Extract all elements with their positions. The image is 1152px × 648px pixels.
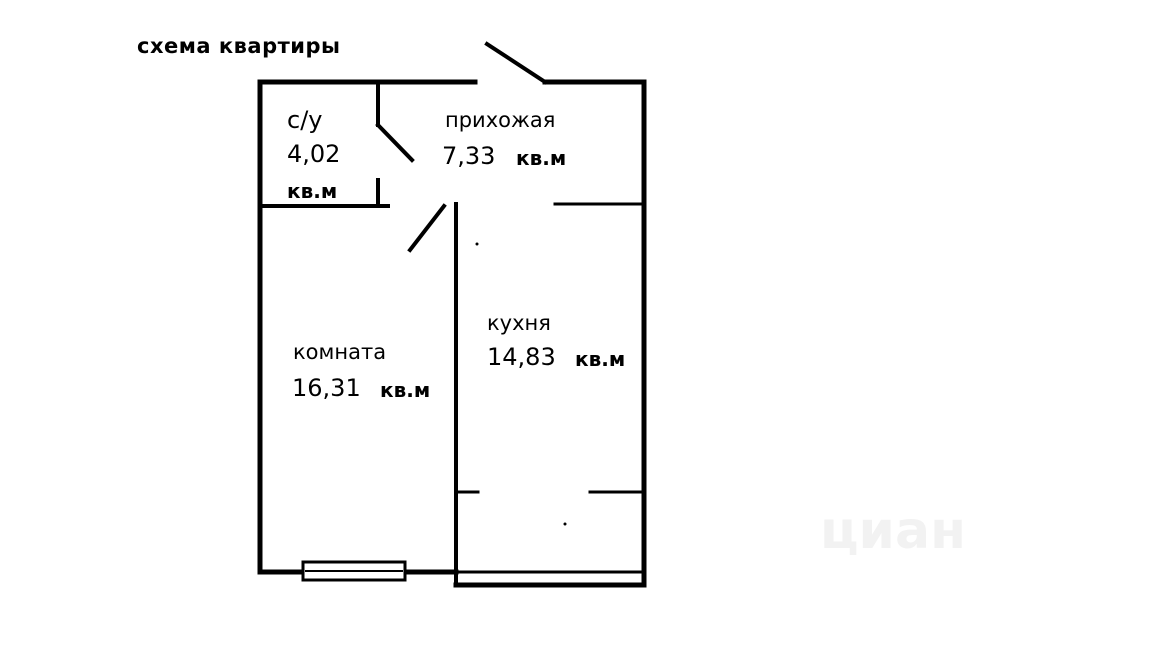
watermark-logo: циан bbox=[820, 501, 966, 561]
room-unit: кв.м bbox=[380, 378, 431, 402]
door-bathroom bbox=[375, 122, 415, 163]
door-entrance bbox=[484, 41, 548, 85]
hallway-unit: кв.м bbox=[516, 146, 567, 170]
bathroom-name: с/у bbox=[287, 106, 323, 134]
bathroom-area: 4,02 bbox=[287, 140, 341, 168]
kitchen-name: кухня bbox=[487, 311, 551, 335]
room-area: 16,31 bbox=[292, 374, 361, 402]
kitchen-area: 14,83 bbox=[487, 343, 556, 371]
door-room bbox=[407, 203, 447, 253]
plan-dot bbox=[475, 242, 479, 246]
bathroom-unit: кв.м bbox=[287, 179, 338, 203]
hallway-area: 7,33 bbox=[442, 142, 496, 170]
plan-dot bbox=[563, 522, 567, 526]
page-title: схема квартиры bbox=[137, 34, 341, 58]
room-name: комната bbox=[293, 340, 387, 364]
hallway-name: прихожая bbox=[445, 108, 556, 132]
kitchen-unit: кв.м bbox=[575, 347, 626, 371]
